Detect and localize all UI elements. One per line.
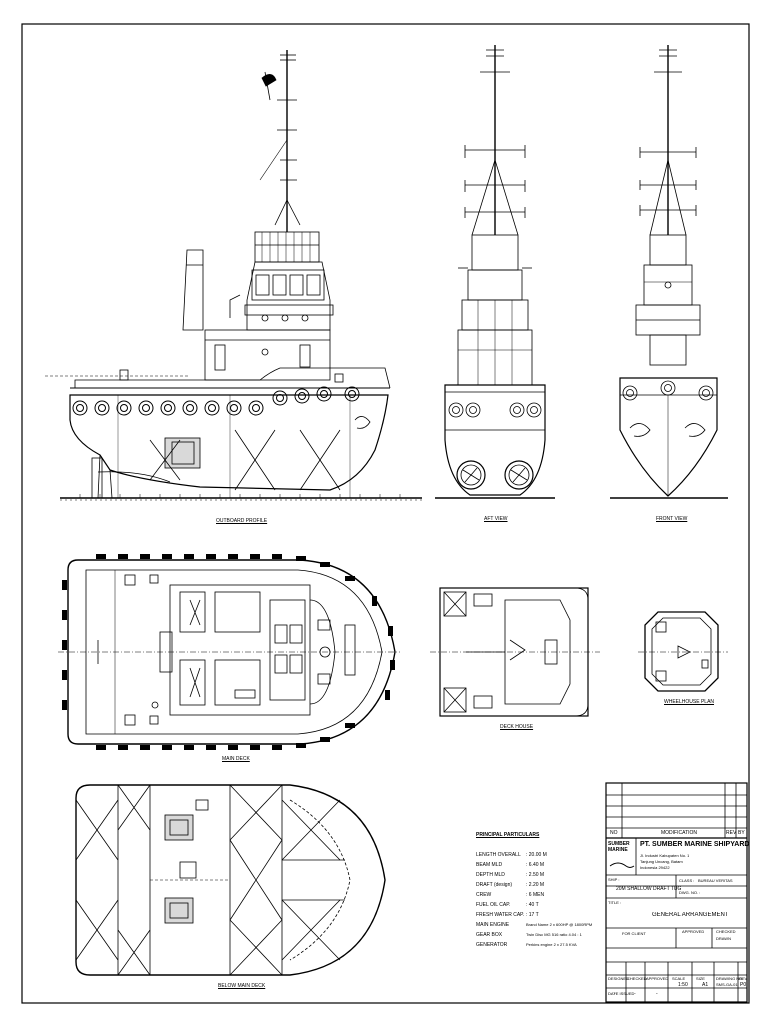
particular-value: Brand Name 2 x 600HP @ 1800RPM xyxy=(526,922,593,927)
title-label: TITLE : xyxy=(608,900,622,905)
checked-label: CHECKED xyxy=(716,929,736,934)
rev-header: REV xyxy=(726,830,737,836)
header-checked: CHECKED xyxy=(627,976,647,981)
main-deck-plan xyxy=(58,554,400,750)
value-drawing-no: SMS-GA-01 xyxy=(716,982,738,987)
front-view xyxy=(610,45,728,499)
principal-particulars: PRINCIPAL PARTICULARS LENGTH OVERALL : 2… xyxy=(476,832,606,972)
below-main-deck-plan xyxy=(75,784,386,976)
particular-value: : 2.20 M xyxy=(526,882,545,888)
shipyard-logo: SUMBER MARINE xyxy=(608,841,630,853)
particular-label: LENGTH OVERALL xyxy=(476,852,521,858)
outboard-profile-view xyxy=(45,50,422,501)
particular-label: GEAR BOX xyxy=(476,932,503,938)
main-deck-label: MAIN DECK xyxy=(222,756,250,762)
particular-value: : 17 T xyxy=(526,912,539,918)
shipyard-address-3: Indonesia 29422 xyxy=(640,865,670,870)
particular-value: : 6.40 M xyxy=(526,862,545,868)
sheet-border xyxy=(21,23,750,1004)
deck-house-plan xyxy=(430,587,600,717)
dwg-label: DWG. NO. : xyxy=(679,890,701,895)
title-block-frame xyxy=(605,782,748,1003)
header-rev: REV xyxy=(739,976,748,981)
header-drawing-no: DRAWING NO. xyxy=(716,976,744,981)
by-header: BY xyxy=(738,830,745,836)
particular-value: Twin Disc MG 516 ratio 4.04 : 1 xyxy=(526,932,582,937)
header-scale: SCALE xyxy=(672,976,686,981)
particular-label: FUEL OIL CAP. xyxy=(476,902,511,908)
particular-label: BEAM MLD xyxy=(476,862,503,868)
particular-value: : 20.00 M xyxy=(526,852,547,858)
below-main-deck-label: BELOW MAIN DECK xyxy=(218,983,266,989)
aft-view-label: AFT VIEW xyxy=(484,516,508,522)
deck-house-label: DECK HOUSE xyxy=(500,724,534,730)
particular-value: : 6 MEN xyxy=(526,892,545,898)
mod-no-header: NO xyxy=(610,830,618,836)
value-rev: P0 xyxy=(740,982,747,988)
particulars-title: PRINCIPAL PARTICULARS xyxy=(476,832,540,838)
title-block: NO MODIFICATION REV BY SUMBER MARINE PT.… xyxy=(606,783,750,1002)
particular-value: Perkins engine 2 x 27.5 KVA xyxy=(526,942,577,947)
drawing-title: GENERAL ARRANGEMENT xyxy=(652,912,729,918)
particular-value: : 2.50 M xyxy=(526,872,545,878)
value-size: A1 xyxy=(702,982,709,988)
wheelhouse-plan xyxy=(638,611,728,692)
shipyard-name: PT. SUMBER MARINE SHIPYARD xyxy=(640,841,750,848)
wheelhouse-plan-label: WHEELHOUSE PLAN xyxy=(664,699,715,705)
ship-label: SHIP : xyxy=(608,877,620,882)
aft-view xyxy=(435,45,555,499)
front-view-label: FRONT VIEW xyxy=(656,516,688,522)
header-designed: DESIGNED xyxy=(608,976,629,981)
particular-label: DEPTH MLD xyxy=(476,872,505,878)
shipyard-logo-wave xyxy=(609,862,635,868)
drawn-label: DRAWN xyxy=(716,936,731,941)
particular-label: DRAFT (design) xyxy=(476,882,513,888)
header-approved: APPROVED xyxy=(646,976,669,981)
shipyard-address-2: Tanjung Uncang, Batam xyxy=(640,859,683,864)
particular-label: GENERATOR xyxy=(476,942,508,948)
value-scale: 1:50 xyxy=(678,982,688,988)
value-designed: - xyxy=(614,991,616,997)
approved-label: APPROVED xyxy=(682,929,705,934)
outboard-profile-label: OUTBOARD PROFILE xyxy=(216,518,268,524)
date-issued-label: DATE ISSUED xyxy=(608,991,635,996)
particular-label: CREW xyxy=(476,892,492,898)
particular-label: FRESH WATER CAP. xyxy=(476,912,525,918)
particular-label: MAIN ENGINE xyxy=(476,922,510,928)
shipyard-address-1: Jl. Industri Kabupaten No. 1 xyxy=(640,853,690,858)
particular-value: : 40 T xyxy=(526,902,539,908)
value-checked: - xyxy=(634,991,636,997)
modification-header: MODIFICATION xyxy=(661,830,698,836)
header-size: SIZE xyxy=(696,976,705,981)
ship-name: 20M SHALLOW DRAFT TUG xyxy=(616,886,682,892)
class-value: BUREAU VERITAS xyxy=(698,878,733,883)
class-label: CLASS : xyxy=(679,878,695,883)
value-approved: - xyxy=(656,991,658,997)
for-client-label: FOR CLIENT xyxy=(622,931,646,936)
